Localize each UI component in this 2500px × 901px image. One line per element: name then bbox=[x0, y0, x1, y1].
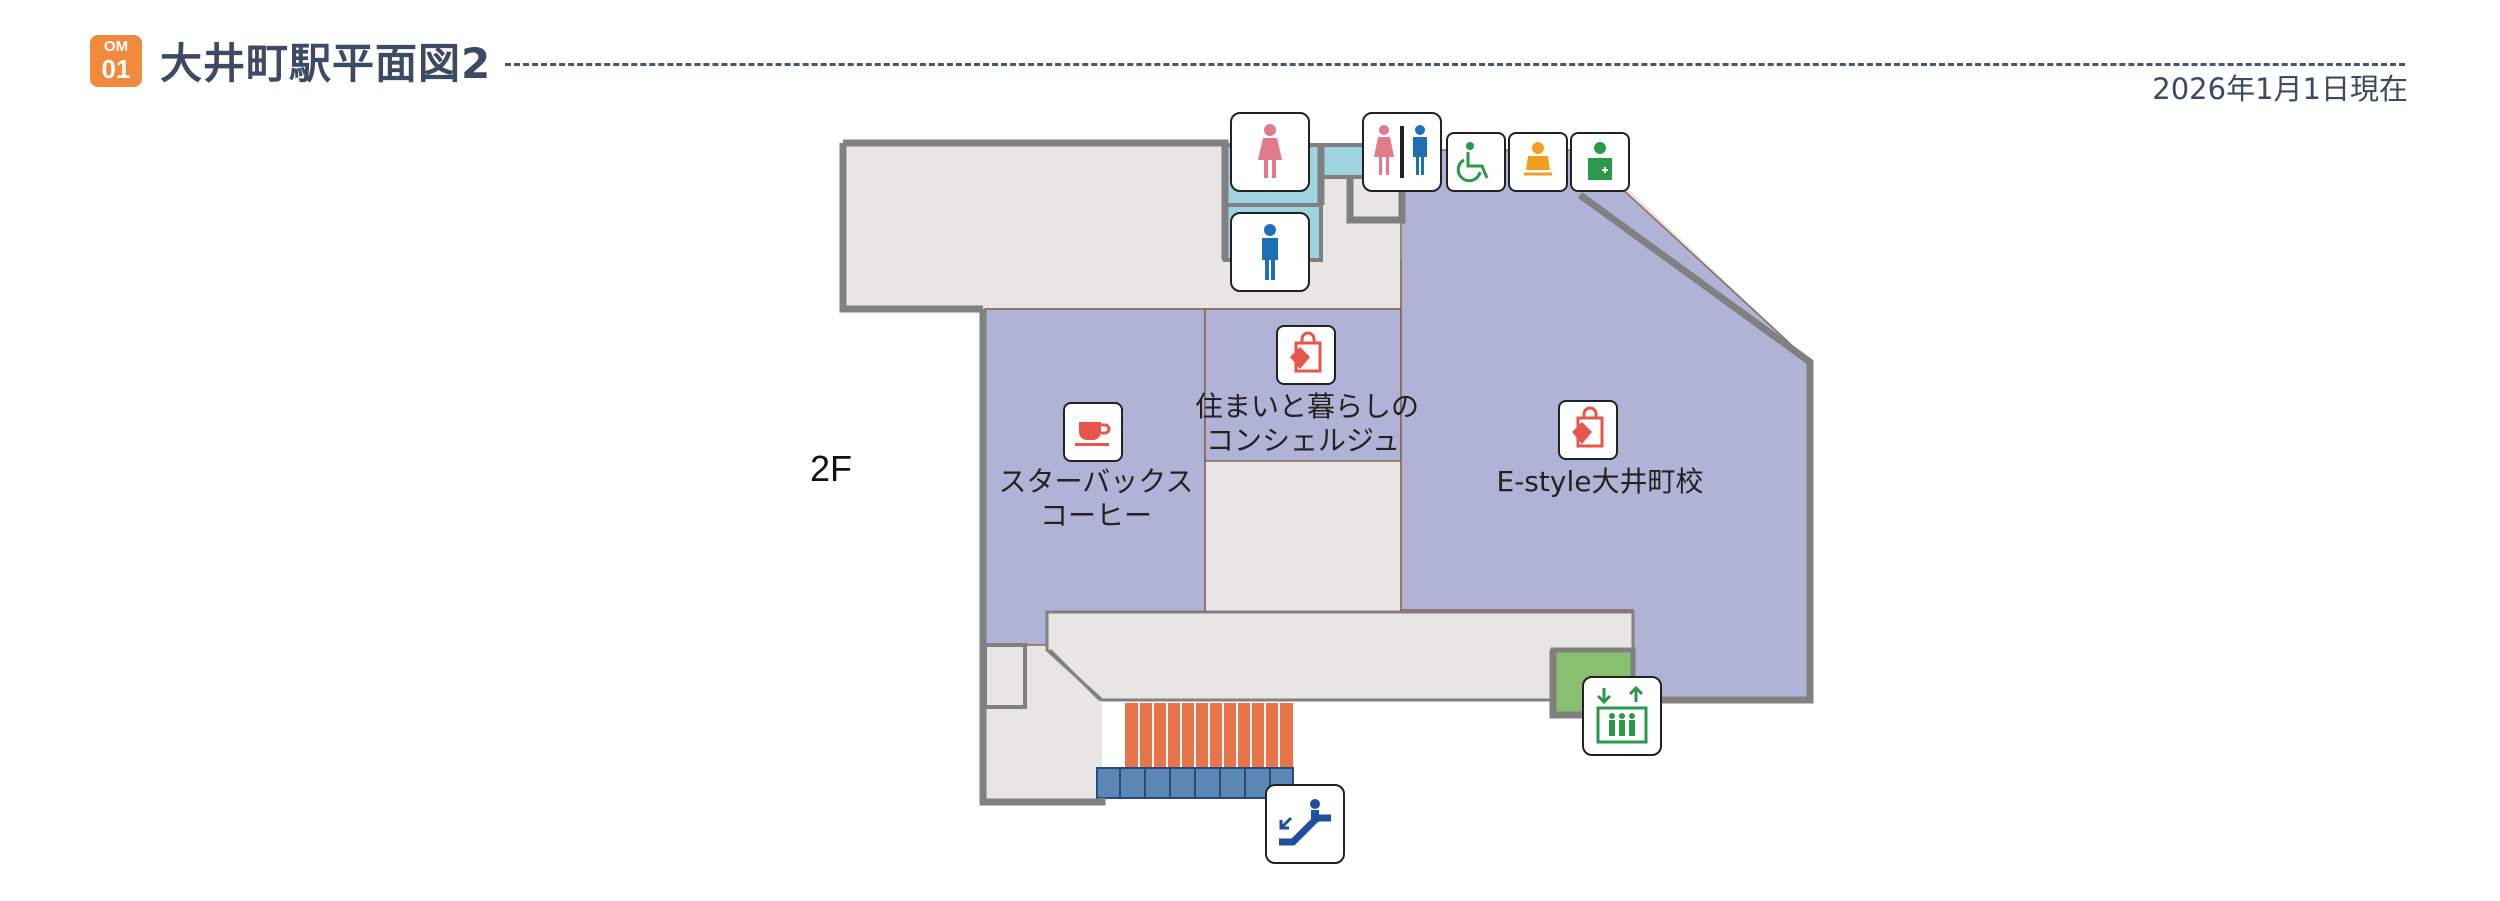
shop-name-line1: 住まいと暮らしの bbox=[1195, 390, 1420, 423]
all-gender-restroom-icon[interactable] bbox=[1362, 112, 1442, 192]
shop-label-concierge[interactable]: 住まいと暮らしの コンシェルジュ bbox=[1195, 390, 1420, 458]
female-restroom-icon[interactable] bbox=[1230, 112, 1310, 192]
shop-name-line2: コンシェルジュ bbox=[1205, 424, 1401, 457]
cafe-icon[interactable] bbox=[1063, 402, 1123, 462]
shopping-bag-icon[interactable] bbox=[1276, 325, 1336, 385]
shop-label-estyle[interactable]: E-style大井町校 bbox=[1480, 465, 1720, 499]
corridor-lower bbox=[1045, 610, 1635, 702]
ostomate-icon[interactable] bbox=[1570, 132, 1630, 192]
wheelchair-icon[interactable] bbox=[1446, 132, 1506, 192]
badge-line-number: 01 bbox=[101, 54, 131, 84]
elevator-icon[interactable] bbox=[1582, 676, 1662, 756]
shopping-bag-icon[interactable] bbox=[1558, 400, 1618, 460]
as-of-date: 2026年1月1日現在 bbox=[2152, 72, 2408, 106]
title-divider bbox=[505, 63, 2405, 66]
page-title: 大井町駅平面図2 bbox=[160, 39, 492, 88]
baby-care-icon[interactable] bbox=[1508, 132, 1568, 192]
shop-label-starbucks[interactable]: スターバックス コーヒー bbox=[998, 465, 1194, 533]
header: OM 01 大井町駅平面図2 2026年1月1日現在 bbox=[0, 0, 2500, 110]
escalator-icon[interactable] bbox=[1265, 784, 1345, 864]
badge-line-code: OM bbox=[103, 38, 129, 55]
escalator bbox=[1096, 767, 1294, 799]
station-code-badge: OM 01 bbox=[90, 35, 142, 87]
small-room bbox=[983, 643, 1027, 709]
shop-name-line1: E-style大井町校 bbox=[1496, 465, 1704, 498]
floor-label: 2F bbox=[810, 448, 853, 489]
door bbox=[1048, 648, 1102, 702]
shop-name-line1: スターバックス bbox=[998, 465, 1194, 498]
stairs bbox=[1125, 703, 1293, 768]
shop-name-line2: コーヒー bbox=[1039, 499, 1152, 532]
male-restroom-icon[interactable] bbox=[1230, 212, 1310, 292]
partitions bbox=[985, 260, 1402, 612]
